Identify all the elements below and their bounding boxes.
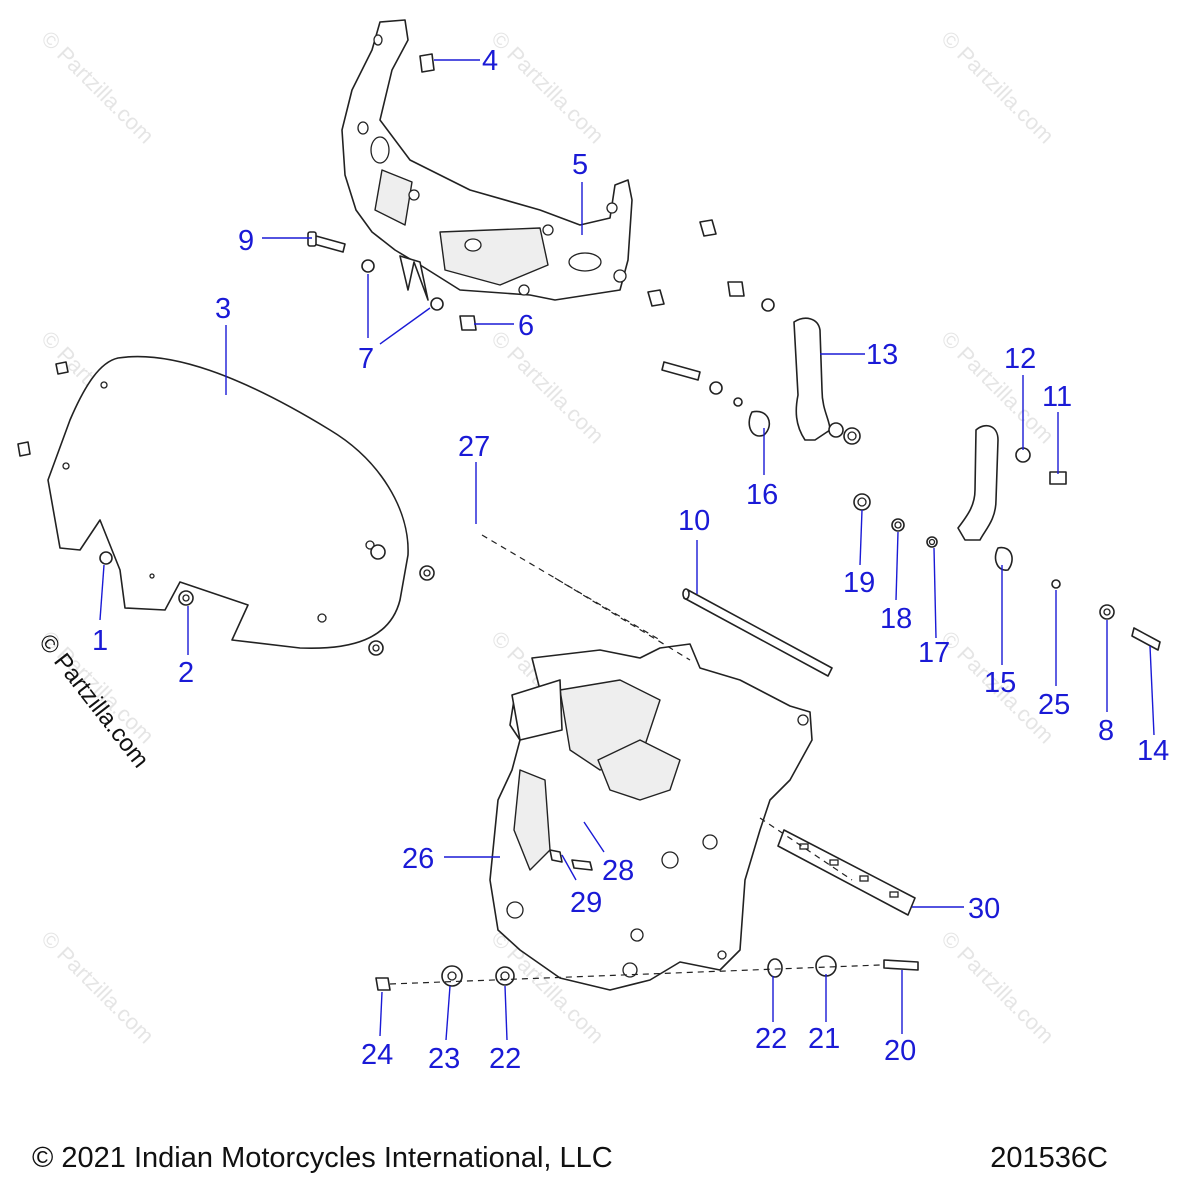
callout-4: 4	[482, 45, 498, 77]
diagram-id: 201536C	[990, 1142, 1108, 1174]
watermark: © Partzilla.com	[36, 26, 159, 149]
callout-14: 14	[1137, 735, 1169, 767]
shaft	[682, 588, 833, 677]
alignment-lines	[389, 534, 881, 985]
callout-26: 26	[402, 843, 434, 875]
callout-2: 2	[178, 657, 194, 689]
bolt-9	[313, 235, 346, 253]
callout-5: 5	[572, 149, 588, 181]
callout-3: 3	[215, 293, 231, 325]
callout-1: 1	[92, 625, 108, 657]
callout-29: 29	[570, 887, 602, 919]
watermark: © Partzilla.com	[486, 326, 609, 449]
callout-18: 18	[880, 603, 912, 635]
watermark: © Partzilla.com	[936, 926, 1059, 1049]
parts-diagram: © Partzilla.com © Partzilla.com © Partzi…	[17, 19, 1169, 1075]
callout-7: 7	[358, 343, 374, 375]
callout-28: 28	[602, 855, 634, 887]
callout-22-left: 22	[489, 1043, 521, 1075]
callout-23: 23	[428, 1043, 460, 1075]
upper-bracket	[341, 19, 633, 301]
callout-19: 19	[843, 567, 875, 599]
pivot-hardware	[661, 317, 938, 548]
right-arm-hardware	[957, 424, 1161, 651]
main-frame	[489, 643, 813, 991]
callout-10: 10	[678, 505, 710, 537]
callout-25: 25	[1038, 689, 1070, 721]
callout-30: 30	[968, 893, 1000, 925]
callout-12: 12	[1004, 343, 1036, 375]
copyright-notice: © 2021 Indian Motorcycles International,…	[32, 1142, 613, 1174]
callout-16: 16	[746, 479, 778, 511]
callout-20: 20	[884, 1035, 916, 1067]
watermark: © Partzilla.com	[936, 26, 1059, 149]
callout-21: 21	[808, 1023, 840, 1055]
leader-lines	[99, 59, 1155, 1041]
watermark: © Partzilla.com	[936, 326, 1059, 449]
callout-15: 15	[984, 667, 1016, 699]
callout-24: 24	[361, 1039, 393, 1071]
callout-27: 27	[458, 431, 490, 463]
callout-11: 11	[1042, 381, 1072, 413]
spring-16	[748, 410, 771, 437]
bracket-fasteners	[307, 53, 775, 331]
watermark: © Partzilla.com	[486, 26, 609, 149]
callout-8: 8	[1098, 715, 1114, 747]
callout-17: 17	[918, 637, 950, 669]
grommet-4	[419, 53, 435, 73]
spring-15	[994, 546, 1013, 571]
callout-22-right: 22	[755, 1023, 787, 1055]
windshield	[17, 355, 435, 656]
arm-13	[793, 317, 831, 441]
callout-6: 6	[518, 310, 534, 342]
bracket-bar	[777, 829, 916, 916]
callout-9: 9	[238, 225, 254, 257]
callout-labels: 1 2 3 4 5 6 7 8 9 10 11 12 13 14 15 16 1…	[92, 45, 1169, 1075]
arm-right	[957, 424, 999, 541]
watermark: © Partzilla.com	[36, 926, 159, 1049]
callout-13: 13	[866, 339, 898, 371]
